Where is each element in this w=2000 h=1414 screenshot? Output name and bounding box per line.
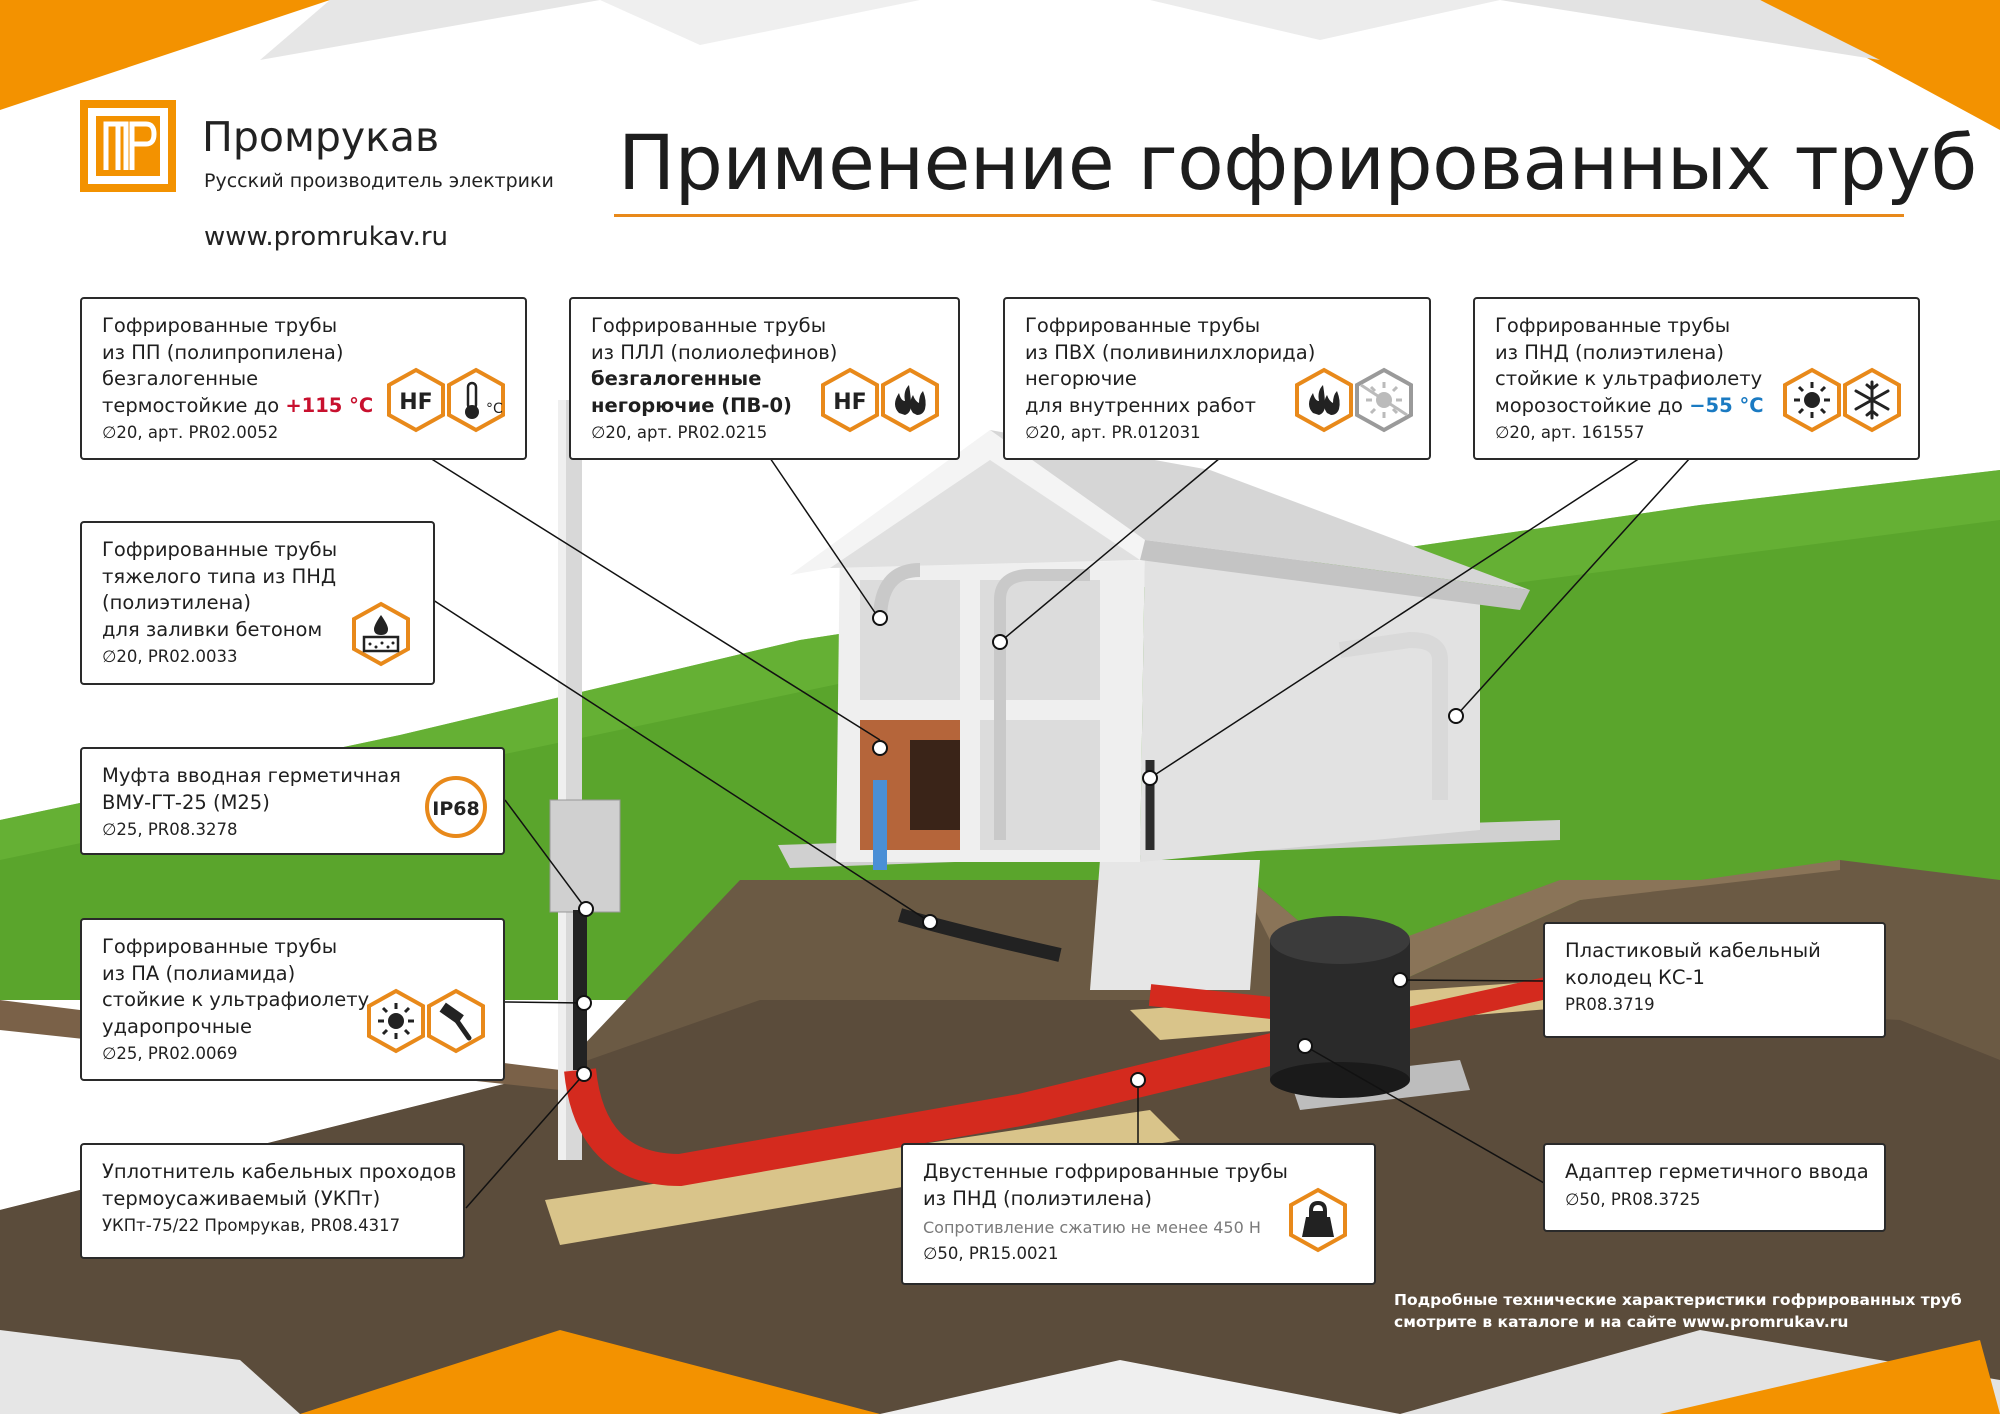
junction-box [549,799,621,913]
concrete-icon [352,601,410,667]
article-code: ∅50, PR15.0021 [923,1244,1059,1263]
card-heat-shrink-seal: Уплотнитель кабельных проходов термоусаж… [80,1143,465,1259]
svg-text:°C: °C [486,401,503,417]
ip68-icon: IP68 [425,776,487,838]
card-pa-pipes: Гофрированные трубы из ПА (полиамида) ст… [80,918,505,1081]
article-code: УКПт-75/22 Промрукав, PR08.4317 [102,1216,401,1235]
brand-tagline: Русский производитель электрики [204,170,554,192]
card-pp-pipes: Гофрированные трубы из ПП (полипропилена… [80,297,527,460]
sun-icon [367,988,425,1054]
compression-note: Сопротивление сжатию не менее 450 Н [923,1218,1261,1237]
brand-url[interactable]: www.promrukav.ru [204,222,449,252]
brand-logo [80,100,176,192]
max-temperature: +115 °C [285,393,374,417]
leader-lines [429,457,1691,1209]
snowflake-icon [1843,367,1901,433]
card-double-wall-pipes: Двустенные гофрированные трубы из ПНД (п… [901,1143,1376,1285]
card-heavy-pnd-pipes: Гофрированные трубы тяжелого типа из ПНД… [80,521,435,685]
article-code: ∅25, PR02.0069 [102,1044,238,1063]
card-pnd-pipes: Гофрированные трубы из ПНД (полиэтилена)… [1473,297,1920,460]
hf-icon: HF [387,367,445,433]
card-sealed-adapter: Адаптер герметичного ввода ∅50, PR08.372… [1543,1143,1886,1232]
svg-text:HF: HF [833,390,866,415]
article-code: ∅20, арт. PR02.0052 [102,423,279,442]
card-pvc-pipes: Гофрированные трубы из ПВХ (поливинилхло… [1003,297,1431,460]
leader-dots [576,610,1464,1088]
article-code: ∅25, PR08.3278 [102,820,238,839]
article-code: ∅20, арт. PR.012031 [1025,423,1201,442]
sun-icon [1783,367,1841,433]
card-pll-pipes: Гофрированные трубы из ПЛЛ (полиолефинов… [569,297,960,460]
corner-decorations [0,0,2000,130]
svg-text:HF: HF [399,390,432,415]
article-code: ∅50, PR08.3725 [1565,1189,1701,1209]
hf-icon: HF [821,367,879,433]
brand-name: Промрукав [202,113,440,161]
flame-icon [881,367,939,433]
card-sealed-coupling: Муфта вводная герметичная ВМУ-ГТ-25 (М25… [80,747,505,855]
thermometer-icon: °C [447,367,505,433]
weight-icon [1289,1187,1347,1253]
page-title: Применение гофрированных труб [618,118,1977,207]
cable-well [1270,916,1470,1110]
hammer-icon [427,988,485,1054]
title-underline [614,214,1904,217]
min-temperature: −55 °C [1689,393,1764,417]
article-code: PR08.3719 [1565,995,1655,1014]
card-cable-well: Пластиковый кабельный колодец КС-1 PR08.… [1543,922,1886,1038]
article-code: ∅20, PR02.0033 [102,647,238,666]
footnote: Подробные технические характеристики гоф… [1394,1291,1962,1331]
svg-text:IP68: IP68 [432,798,479,820]
sun-disabled-icon [1355,367,1413,433]
flame-icon [1295,367,1353,433]
article-code: ∅20, арт. PR02.0215 [591,423,768,442]
red-pipe [564,1024,1314,1187]
article-code: ∅20, арт. 161557 [1495,423,1645,442]
